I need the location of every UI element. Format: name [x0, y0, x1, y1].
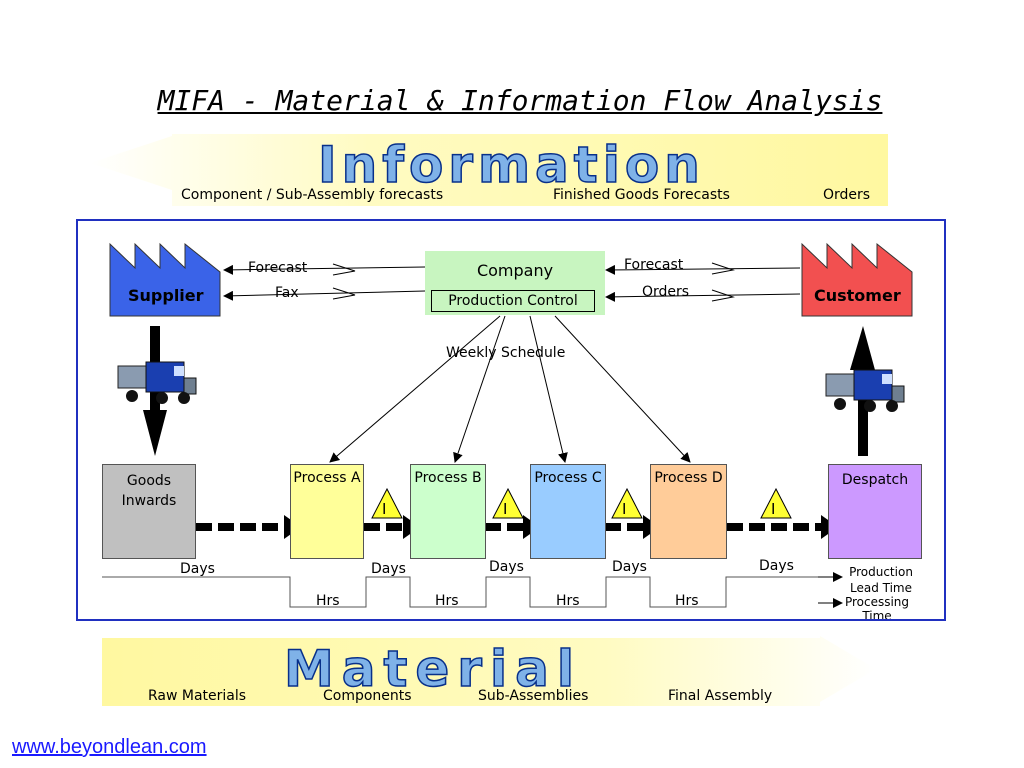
material-label-raw-materials: Raw Materials	[148, 688, 247, 704]
material-heading: Material	[283, 640, 582, 698]
material-band	[102, 636, 876, 706]
inventory-label: I	[503, 500, 508, 518]
push-arrow	[727, 515, 838, 539]
days-label: Days	[612, 559, 647, 575]
process-a-box: Process A	[290, 464, 364, 559]
flow-diagram-frame	[76, 219, 946, 621]
inventory-triangle	[492, 487, 524, 519]
truck-icon	[117, 361, 197, 404]
timeline	[102, 576, 830, 608]
inventory-triangle	[371, 487, 403, 519]
goods-inwards-box: Goods Inwards	[102, 464, 196, 559]
supplier-forecast-label: Forecast	[248, 260, 308, 276]
truck-icon	[825, 369, 905, 412]
days-label: Days	[759, 558, 794, 574]
push-arrow	[196, 515, 301, 539]
process-b-box: Process B	[410, 464, 486, 559]
inventory-label: I	[771, 500, 776, 518]
company-title: Company	[476, 261, 554, 280]
information-heading: Information	[317, 136, 705, 194]
process-d-box: Process D	[650, 464, 727, 559]
production-control-box: Production Control	[431, 290, 595, 312]
info-label-component-forecasts: Component / Sub-Assembly forecasts	[181, 187, 444, 203]
despatch-box: Despatch	[828, 464, 922, 559]
despatch-label: Despatch	[841, 472, 909, 488]
supplier-factory-icon	[109, 242, 221, 317]
material-label-final-assembly: Final Assembly	[668, 688, 773, 704]
customer-label: Customer	[814, 286, 901, 305]
hrs-label: Hrs	[675, 593, 699, 609]
days-label: Days	[371, 561, 406, 577]
info-label-orders: Orders	[823, 187, 871, 203]
material-arrow-shape	[102, 636, 876, 706]
inventory-triangle	[760, 487, 792, 519]
production-lead-time-label: Production Lead Time	[849, 565, 913, 595]
inventory-label: I	[622, 500, 627, 518]
days-label: Days	[489, 559, 524, 575]
process-c-box: Process C	[530, 464, 606, 559]
supplier-label: Supplier	[128, 286, 204, 305]
processing-time-label: Processing Time	[844, 595, 910, 619]
supplier-fax-label: Fax	[275, 285, 299, 301]
customer-forecast-label: Forecast	[624, 257, 684, 273]
inventory-triangle	[611, 487, 643, 519]
inventory-label: I	[382, 500, 387, 518]
footer-website-link[interactable]: www.beyondlean.com	[12, 736, 207, 758]
information-arrow-shape	[90, 134, 888, 206]
customer-factory-icon	[801, 242, 913, 317]
material-label-sub-assemblies: Sub-Assemblies	[478, 688, 589, 704]
material-label-components: Components	[323, 688, 412, 704]
hrs-label: Hrs	[435, 593, 459, 609]
info-label-finished-goods-forecasts: Finished Goods Forecasts	[553, 187, 730, 203]
hrs-label: Hrs	[556, 593, 580, 609]
days-label: Days	[180, 561, 215, 577]
weekly-schedule-label: Weekly Schedule	[446, 345, 566, 361]
inbound-arrowhead	[143, 410, 167, 456]
information-band	[90, 134, 888, 206]
customer-orders-label: Orders	[642, 284, 690, 300]
page-title: MIFA - Material & Information Flow Analy…	[157, 84, 883, 117]
hrs-label: Hrs	[316, 593, 340, 609]
outbound-arrowhead	[850, 326, 875, 370]
